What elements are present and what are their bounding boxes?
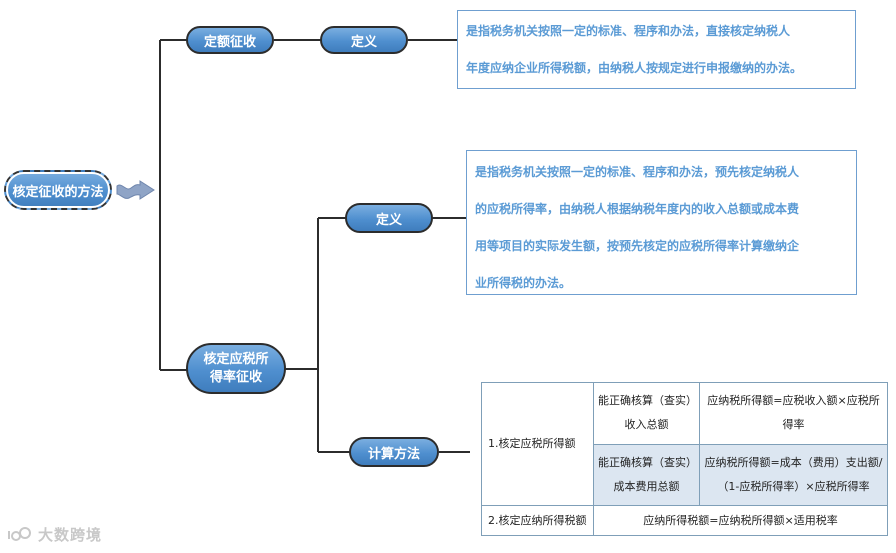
table-sub1-condition: 能正确核算（查实） 收入总额 xyxy=(593,382,700,445)
watermark-logo-icon xyxy=(8,527,31,541)
table-row1-label: 1.核定应税所得额 xyxy=(481,382,594,506)
watermark: 大数跨境 xyxy=(6,524,102,545)
node-calc-method: 计算方法 xyxy=(349,437,439,467)
rate-definition-line: 业所得税的办法。 xyxy=(475,276,572,290)
rate-definition-line: 的应税所得率，由纳税人根据纳税年度内的收入总额或成本费 xyxy=(475,202,800,216)
table-sub1-formula: 应纳税所得额=应税收入额×应税所 得率 xyxy=(699,382,888,445)
root-arrow-icon xyxy=(116,180,155,200)
root-node: 核定征收的方法 xyxy=(4,170,112,210)
fixed-definition-line: 是指税务机关按照一定的标准、程序和办法，直接核定纳税人 xyxy=(466,24,791,38)
table-row: 能正确核算（查实） 成本费用总额 应纳税所得额=成本（费用）支出额/ （1-应税… xyxy=(482,443,888,506)
table-cell-line: 应纳税所得额=成本（费用）支出额/ xyxy=(704,455,883,469)
table-cell-line: 成本费用总额 xyxy=(613,479,680,493)
rate-method-line: 核定应税所 xyxy=(203,351,269,367)
rate-definition-text: 是指税务机关按照一定的标准、程序和办法，预先核定纳税人 的应税所得率，由纳税人根… xyxy=(466,150,857,295)
table-row2-label: 2.核定应纳所得税额 xyxy=(481,505,594,536)
node-rate-method: 核定应税所 得率征收 xyxy=(186,343,286,394)
watermark-text: 大数跨境 xyxy=(38,526,103,544)
rate-definition-line: 用等项目的实际发生额，按预先核定的应税所得率计算缴纳企 xyxy=(475,239,800,253)
rate-method-line: 得率征收 xyxy=(209,369,262,385)
root-label: 核定征收的方法 xyxy=(6,172,110,208)
table-cell-line: 应纳税所得额=应税收入额×应税所 xyxy=(707,394,880,408)
table-sub2-condition: 能正确核算（查实） 成本费用总额 xyxy=(593,443,700,506)
table-cell-line: （1-应税所得率）×应税所得率 xyxy=(717,479,870,493)
fixed-definition-line: 年度应纳企业所得税额，由纳税人按规定进行申报缴纳的办法。 xyxy=(466,61,803,75)
node-fixed-definition: 定义 xyxy=(320,26,408,54)
table-cell-line: 能正确核算（查实） xyxy=(598,455,697,469)
rate-definition-line: 是指税务机关按照一定的标准、程序和办法，预先核定纳税人 xyxy=(475,165,800,179)
calc-table: 1.核定应税所得额 能正确核算（查实） 收入总额 应纳税所得额=应税收入额×应税… xyxy=(481,382,888,536)
table-row: 1.核定应税所得额 能正确核算（查实） 收入总额 应纳税所得额=应税收入额×应税… xyxy=(481,382,888,506)
fixed-definition-text: 是指税务机关按照一定的标准、程序和办法，直接核定纳税人 年度应纳企业所得税额，由… xyxy=(457,10,856,89)
table-row2-formula: 应纳所得税额=应纳税所得额×适用税率 xyxy=(593,505,888,536)
table-sub2-formula: 应纳税所得额=成本（费用）支出额/ （1-应税所得率）×应税所得率 xyxy=(699,443,888,506)
table-cell-line: 收入总额 xyxy=(624,418,669,432)
table-cell-line: 能正确核算（查实） xyxy=(598,394,697,408)
node-rate-definition: 定义 xyxy=(345,203,433,233)
table-row: 2.核定应纳所得税额 应纳所得税额=应纳税所得额×适用税率 xyxy=(481,505,888,536)
table-cell-line: 得率 xyxy=(782,418,805,432)
node-fixed-amount: 定额征收 xyxy=(186,26,274,54)
